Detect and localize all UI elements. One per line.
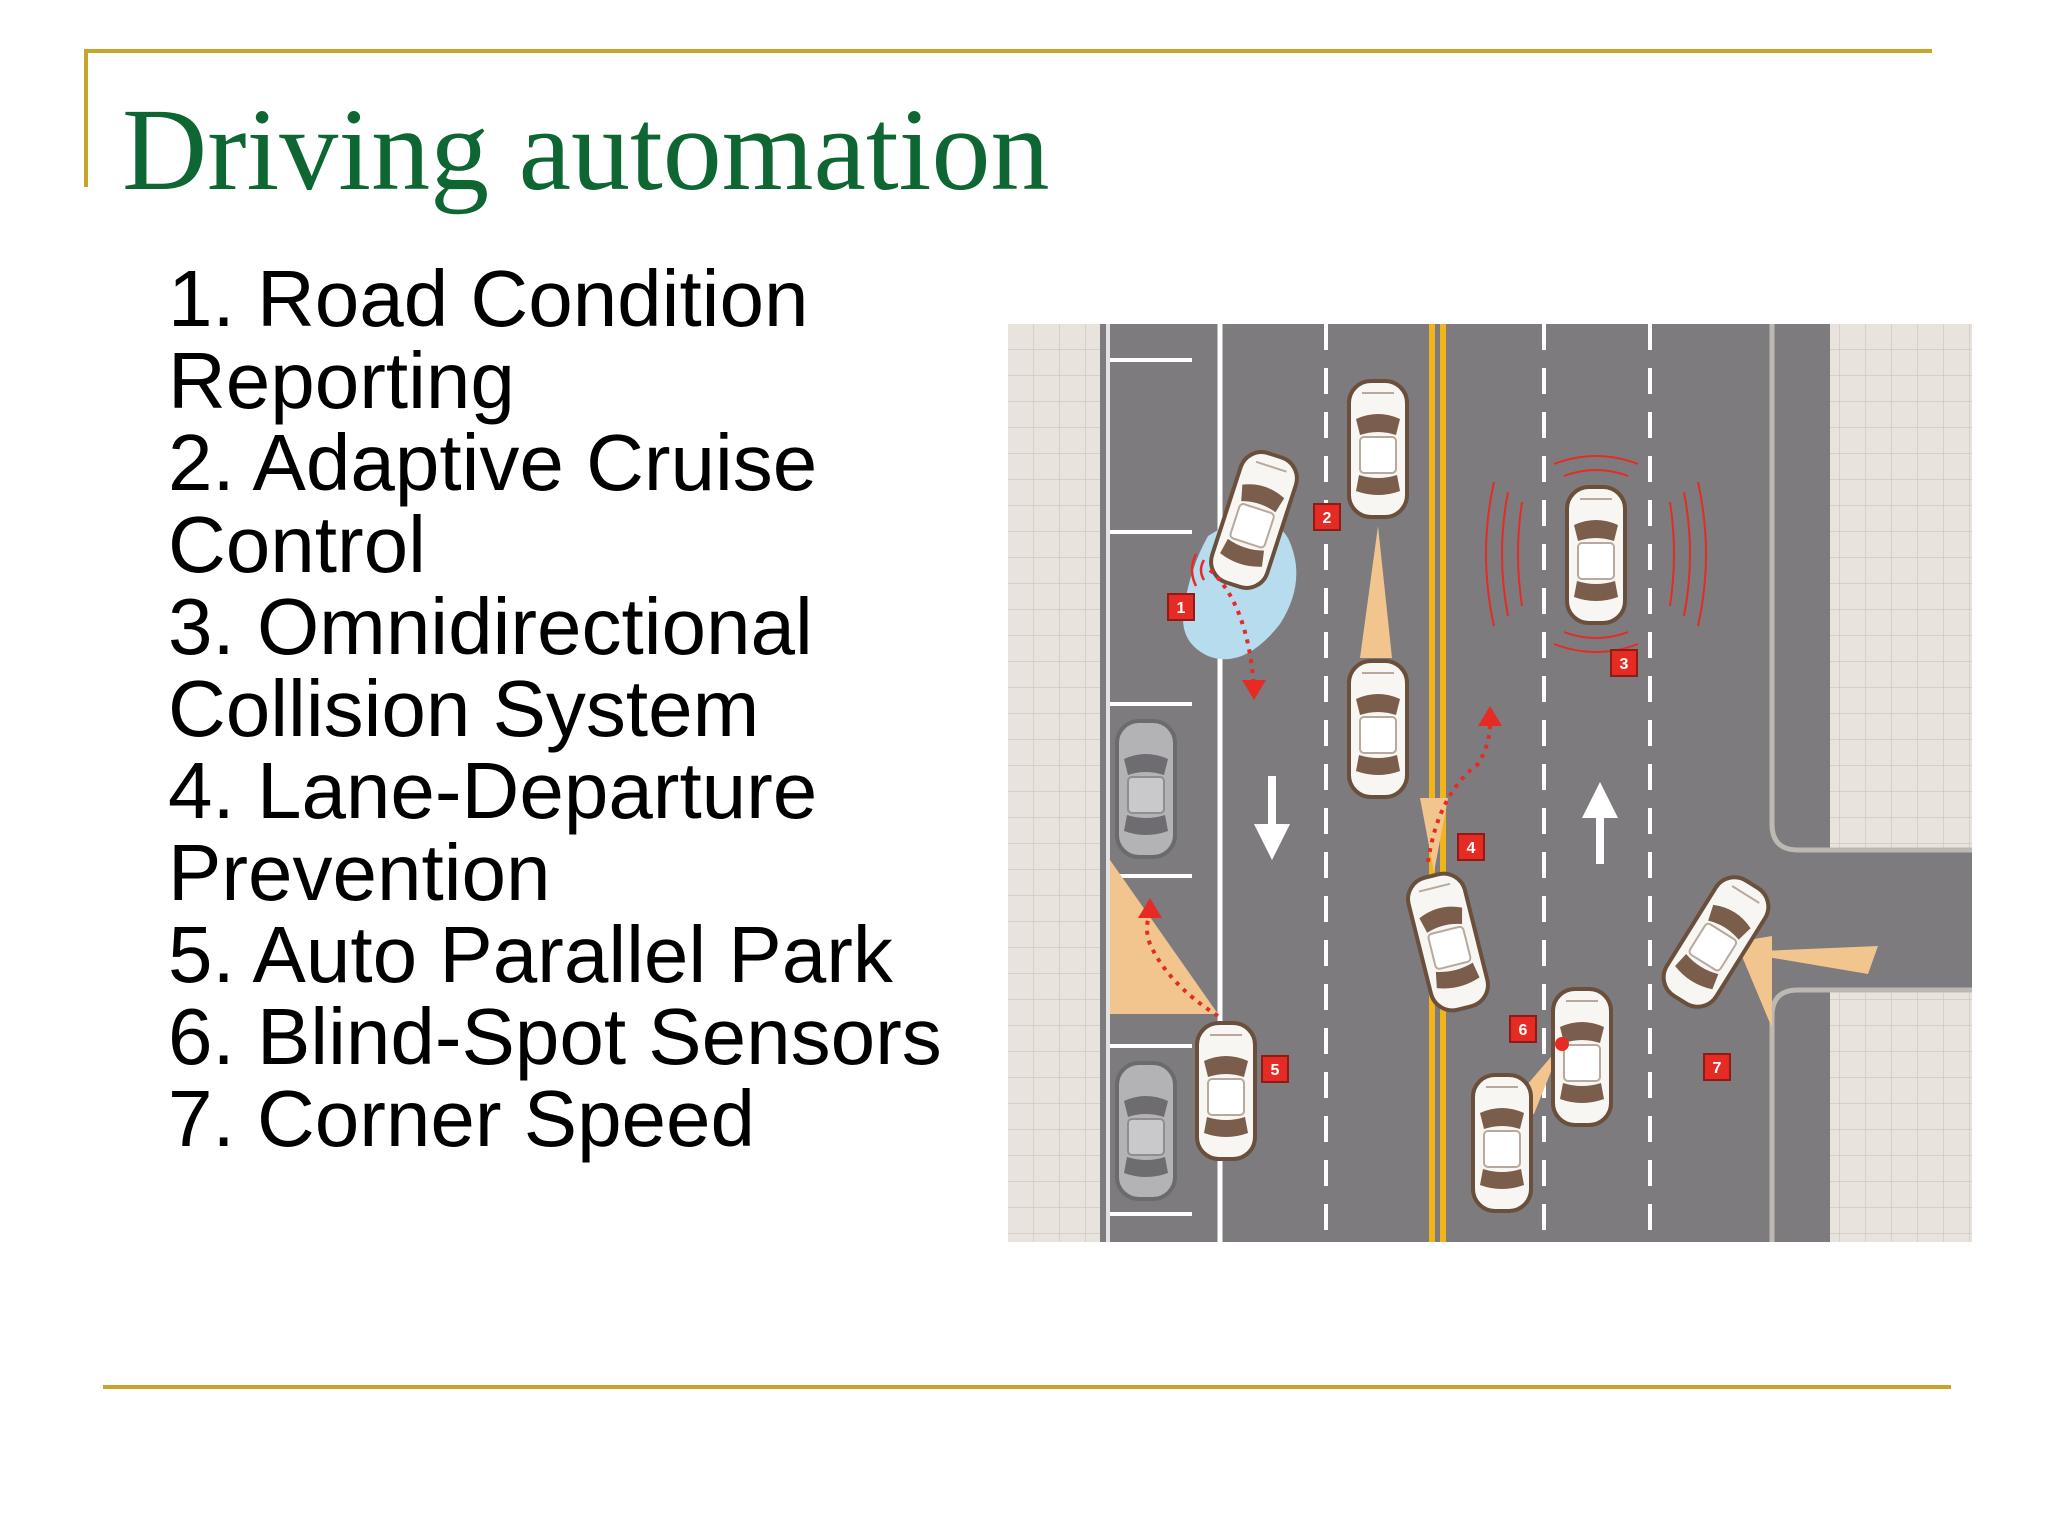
feature-item-7: 7. Corner Speed	[168, 1074, 756, 1163]
parked-car-upper	[1117, 721, 1175, 857]
car-blind-spot-adjacent	[1473, 1075, 1531, 1211]
marker-6: 6	[1509, 1015, 1537, 1043]
parking-lines	[1108, 358, 1192, 1216]
svg-text:7: 7	[1713, 1060, 1722, 1077]
marker-3: 3	[1610, 649, 1638, 677]
arrow-up-icon	[1582, 782, 1618, 864]
feature-item-1: 1. Road Condition Reporting	[168, 254, 809, 425]
feature-item-5: 5. Auto Parallel Park	[168, 910, 893, 999]
feature-item-4: 4. Lane-Departure Prevention	[168, 746, 818, 917]
svg-text:2: 2	[1323, 510, 1332, 527]
cross-street	[1768, 850, 1972, 990]
car-omnidirectional	[1567, 487, 1625, 623]
feature-item-6: 6. Blind-Spot Sensors	[168, 992, 942, 1081]
slide-title: Driving automation	[122, 84, 1050, 215]
omni-sensor-waves	[1485, 455, 1707, 653]
frame-left-rule	[84, 49, 88, 187]
car-blind-spot	[1553, 989, 1611, 1125]
marker-5: 5	[1261, 1055, 1289, 1083]
car-cruise-follow	[1349, 661, 1407, 797]
feature-item-2: 2. Adaptive Cruise Control	[168, 418, 818, 589]
parked-car-lower	[1117, 1063, 1175, 1199]
marker-1: 1	[1167, 593, 1195, 621]
driving-illustration: 1 2 3 4 5 6 7	[1008, 324, 1972, 1242]
marker-4: 4	[1457, 833, 1485, 861]
feature-item-3: 3. Omnidirectional Collision System	[168, 582, 813, 753]
svg-text:5: 5	[1271, 1062, 1280, 1079]
svg-text:3: 3	[1620, 656, 1629, 673]
marker-7: 7	[1703, 1053, 1731, 1081]
road-sensor-waves	[1190, 553, 1206, 587]
svg-text:1: 1	[1177, 600, 1186, 617]
driving-diagram: 1 2 3 4 5 6 7	[1008, 324, 1972, 1242]
marker-2: 2	[1313, 503, 1341, 531]
arrow-down-icon	[1254, 776, 1290, 860]
svg-text:6: 6	[1519, 1022, 1528, 1039]
frame-bottom-rule	[103, 1385, 1951, 1389]
car-cruise-lead	[1349, 381, 1407, 517]
feature-list: 1. Road Condition Reporting 2. Adaptive …	[168, 258, 968, 1160]
frame-top-rule	[84, 49, 1932, 53]
car-parallel-park	[1197, 1023, 1255, 1159]
svg-text:4: 4	[1467, 840, 1476, 857]
